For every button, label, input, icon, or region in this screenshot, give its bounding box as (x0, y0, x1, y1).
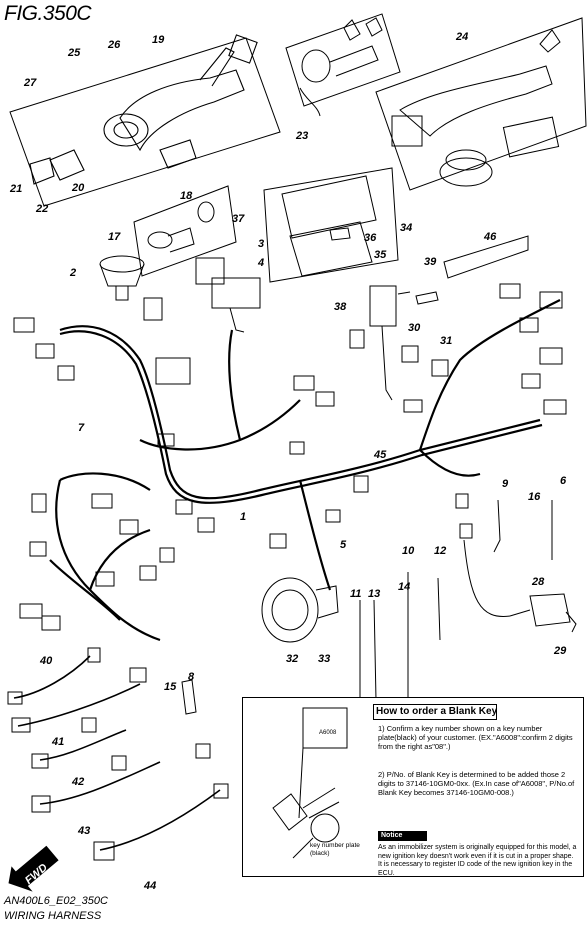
callout-41: 41 (51, 736, 64, 748)
key-plate-caption: key number plate (black) (310, 842, 360, 857)
blank-key-step-2: 2) P/No. of Blank Key is determined to b… (378, 770, 575, 797)
callout-15: 15 (164, 681, 177, 693)
part-28-sensor (463, 539, 577, 633)
callout-18: 18 (180, 190, 193, 202)
sub-harnesses (13, 655, 221, 851)
callout-25: 25 (67, 47, 81, 59)
part-46-tape (443, 235, 529, 279)
callout-6: 6 (560, 475, 567, 487)
callout-3: 3 (258, 238, 264, 250)
callout-30: 30 (408, 322, 421, 334)
callout-23: 23 (295, 130, 308, 142)
callout-9: 9 (502, 478, 509, 490)
sub-harness-connectors (7, 647, 229, 861)
key-illustration (272, 707, 348, 859)
callout-16: 16 (528, 491, 541, 503)
part-2-cap (99, 255, 145, 301)
callout-33: 33 (318, 653, 330, 665)
callout-2: 2 (69, 267, 76, 279)
callout-4: 4 (257, 257, 264, 269)
callout-24: 24 (455, 31, 468, 43)
callout-34: 34 (400, 222, 412, 234)
callout-11: 11 (350, 588, 361, 600)
callout-10: 10 (402, 545, 415, 557)
callout-43: 43 (77, 825, 90, 837)
callout-32: 32 (286, 653, 298, 665)
cable-ties (359, 499, 553, 701)
callout-28: 28 (531, 576, 545, 588)
callout-12: 12 (434, 545, 446, 557)
main-harness-bundle (49, 299, 561, 642)
part-38-switch (369, 285, 439, 401)
ignition-switch-assembly (29, 34, 258, 185)
group-box-34 (263, 167, 399, 283)
relay-block (195, 257, 261, 333)
harness-connectors (13, 283, 567, 631)
callout-44: 44 (143, 880, 156, 892)
callout-42: 42 (71, 776, 84, 788)
callout-45: 45 (373, 449, 387, 461)
callout-7: 7 (78, 422, 85, 434)
notice-text: As an immobilizer system is originally e… (378, 844, 577, 877)
key-plate-code: A6008 (319, 730, 337, 736)
figure-caption: WIRING HARNESS (4, 910, 102, 922)
callout-13: 13 (368, 588, 380, 600)
callout-36: 36 (364, 232, 377, 244)
fwd-arrow-icon (8, 845, 59, 892)
callout-17: 17 (108, 231, 121, 243)
callout-5: 5 (340, 539, 347, 551)
part-24-lock-set (391, 29, 561, 187)
callout-29: 29 (553, 645, 567, 657)
callout-35: 35 (374, 249, 387, 261)
blank-key-title-frame (373, 704, 497, 720)
callout-21: 21 (9, 183, 22, 195)
callout-46: 46 (483, 231, 497, 243)
callout-19: 19 (152, 34, 165, 46)
callout-27: 27 (23, 77, 37, 89)
group-box-17 (133, 185, 237, 277)
part-23-lock-set (299, 17, 383, 117)
blank-key-title: How to order a Blank Key (376, 706, 498, 717)
callout-37: 37 (232, 213, 245, 225)
blank-key-step-1: 1) Confirm a key number shown on a key n… (378, 724, 573, 751)
part-32-horn (261, 577, 339, 643)
callout-26: 26 (107, 39, 121, 51)
group-box-24 (375, 17, 587, 191)
callout-20: 20 (71, 182, 85, 194)
callout-14: 14 (398, 581, 410, 593)
figure-title: FIG.350C (4, 2, 92, 25)
callout-1: 1 (240, 511, 246, 523)
callout-39: 39 (424, 256, 437, 268)
part-17-socket (147, 201, 215, 253)
group-box-23 (285, 13, 401, 107)
callout-40: 40 (39, 655, 53, 667)
callout-38: 38 (334, 301, 347, 313)
callout-22: 22 (35, 203, 48, 215)
callout-31: 31 (440, 335, 452, 347)
notice-badge: Notice (378, 831, 427, 841)
figure-code: AN400L6_E02_350C (4, 895, 108, 907)
part-8-bracket (181, 679, 197, 715)
callout-8: 8 (188, 671, 195, 683)
part-34-bracket (281, 175, 377, 277)
blank-key-info-box: A6008 How to order a Blank Key 1) Confir… (242, 697, 584, 877)
